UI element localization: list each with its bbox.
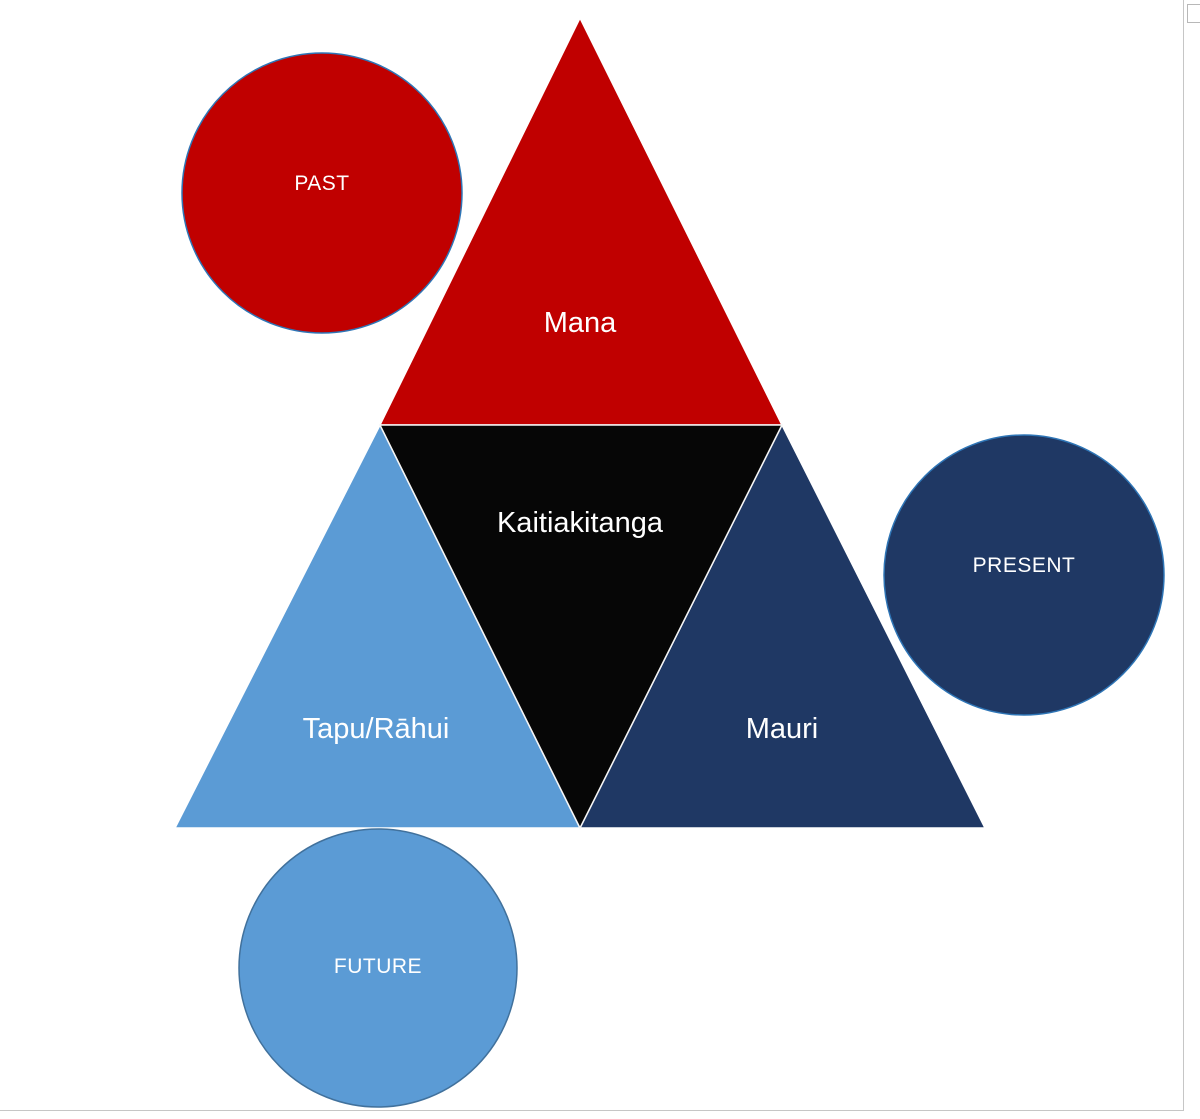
- tapu-rahui-label: Tapu/Rāhui: [303, 713, 450, 745]
- past-label: PAST: [294, 172, 349, 195]
- page-corner-stub: [1187, 4, 1200, 23]
- future-circle[interactable]: [238, 828, 518, 1108]
- mauri-label: Mauri: [746, 713, 819, 745]
- page-edge-bottom: [0, 1110, 1184, 1111]
- page-edge-right: [1183, 0, 1184, 1111]
- kaitiakitanga-label: Kaitiakitanga: [497, 507, 664, 539]
- present-label: PRESENT: [973, 554, 1076, 577]
- present-circle[interactable]: [883, 434, 1165, 716]
- mana-label: Mana: [544, 307, 617, 339]
- kaitiakitanga-triangle[interactable]: [378, 424, 784, 830]
- future-label: FUTURE: [334, 955, 422, 978]
- past-circle[interactable]: [181, 52, 463, 334]
